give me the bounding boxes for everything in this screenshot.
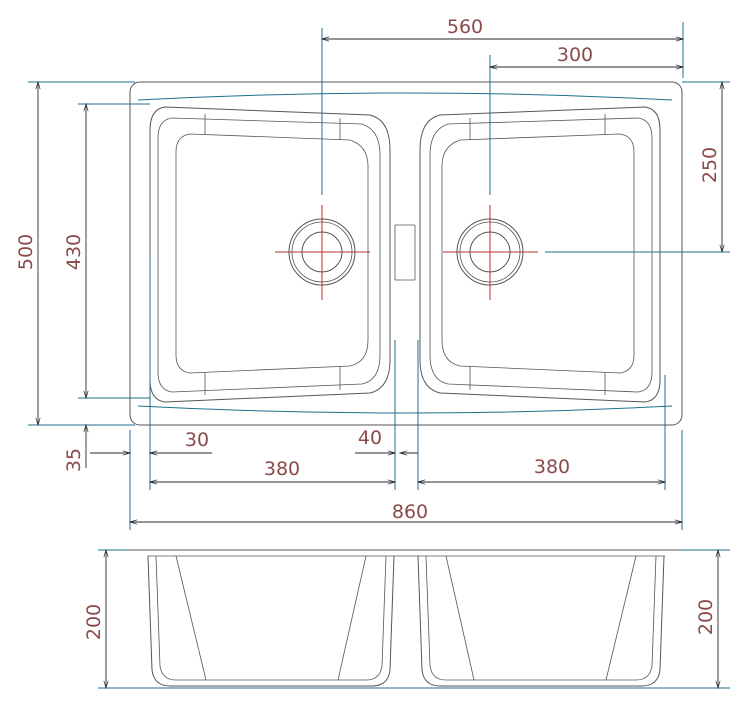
dim-right-bowl-width: 380 bbox=[534, 456, 570, 478]
dim-side-rim: 30 bbox=[185, 429, 209, 451]
dim-drain-spacing: 560 bbox=[447, 16, 483, 38]
dim-right-drain-from-top: 250 bbox=[699, 147, 721, 183]
left-bowl bbox=[149, 106, 391, 403]
rim-arc-bottom bbox=[137, 405, 673, 414]
dimension-lines bbox=[38, 39, 722, 522]
dim-left-bowl-width: 380 bbox=[264, 458, 300, 480]
drain-center-lines bbox=[275, 205, 538, 300]
bowl-divider bbox=[394, 224, 416, 281]
dim-right-drain-offset: 300 bbox=[557, 44, 593, 66]
left-bowl-section bbox=[147, 555, 395, 687]
dim-overall-depth: 500 bbox=[15, 234, 37, 270]
rim-arc-top bbox=[137, 92, 673, 101]
dim-bowl-depth: 430 bbox=[63, 234, 85, 270]
dim-divider-width: 40 bbox=[358, 427, 382, 449]
dim-edge-offset: 35 bbox=[63, 448, 85, 472]
dim-left-height: 200 bbox=[83, 604, 105, 640]
dim-right-height: 200 bbox=[695, 599, 717, 635]
side-view: 200 200 bbox=[83, 550, 730, 688]
dim-overall-width: 860 bbox=[392, 501, 428, 523]
sink-outer-outline bbox=[129, 81, 683, 426]
right-bowl-section bbox=[417, 555, 665, 687]
right-bowl bbox=[419, 106, 661, 403]
top-view: 560 300 250 500 430 35 30 40 380 380 860 bbox=[15, 16, 730, 530]
